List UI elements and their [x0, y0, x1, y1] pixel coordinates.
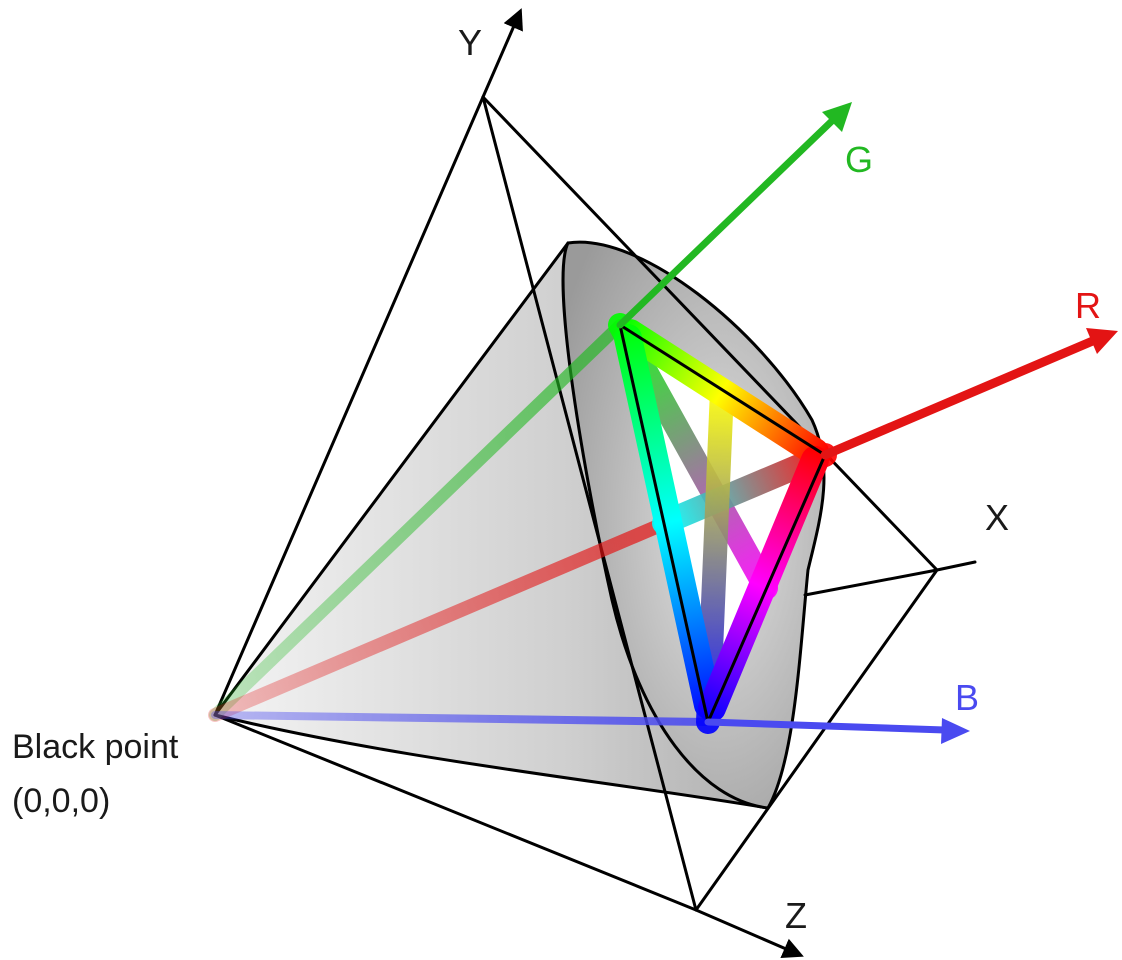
blue-inner-vector [211, 711, 712, 726]
z-axis-label: Z [785, 895, 807, 936]
green-axis-arrow [616, 102, 852, 329]
g-axis-label: G [845, 139, 873, 180]
x-axis-label: X [985, 497, 1009, 538]
r-axis-label: R [1075, 285, 1101, 326]
b-axis-label: B [955, 677, 979, 718]
blue-axis-arrow [704, 718, 970, 744]
rgb-triangle [608, 313, 837, 734]
red-axis-arrow [820, 328, 1118, 460]
black-point-label: Black point [12, 728, 179, 766]
black-point-coordinates: (0,0,0) [12, 782, 110, 820]
y-axis-label: Y [458, 22, 482, 63]
xyz-frame [213, 8, 977, 958]
green-inner-vector [209, 319, 626, 721]
